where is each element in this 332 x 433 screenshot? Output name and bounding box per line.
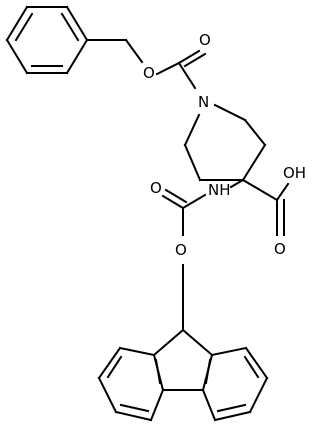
cbz-carbonyl-oxygen-label: O bbox=[199, 31, 211, 49]
benzyl-ring bbox=[5, 5, 89, 75]
cbz-linker bbox=[86, 38, 207, 90]
piperidine-ring bbox=[183, 103, 267, 182]
fmoc-linker bbox=[161, 178, 245, 331]
amide-nh-label: NH bbox=[208, 181, 231, 199]
acid-hydroxyl-label: OH bbox=[283, 164, 306, 182]
fmoc-ether-oxygen-label: O bbox=[175, 241, 187, 259]
piperidine-nitrogen-label: N bbox=[198, 93, 209, 111]
carboxylic-acid bbox=[241, 178, 290, 236]
fluorenyl-group bbox=[97, 328, 269, 422]
acid-carbonyl-oxygen-label: O bbox=[274, 240, 286, 258]
cbz-ether-oxygen-label: O bbox=[143, 64, 155, 82]
fmoc-carbonyl-oxygen-label: O bbox=[150, 179, 162, 197]
